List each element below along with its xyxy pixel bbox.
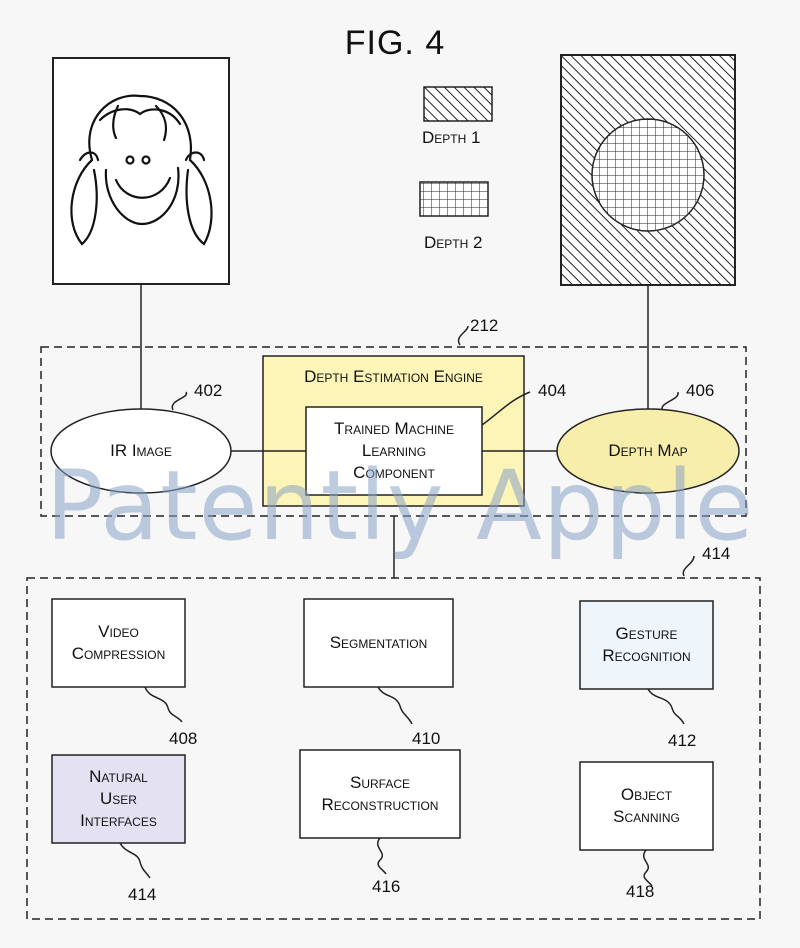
app-label-gesture: Gesture Recognition <box>602 624 691 665</box>
legend-label-depth2: Depth 2 <box>424 233 483 252</box>
app-ref-segmentation: 410 <box>412 729 441 748</box>
ir-image-ref: 402 <box>194 381 223 400</box>
applications-boundary <box>26 577 761 920</box>
ir-image-picture <box>52 57 230 285</box>
app-label-segmentation: Segmentation <box>329 633 428 652</box>
app-ref-nui: 414 <box>128 885 157 904</box>
figure-title: FIG. 4 <box>344 24 446 62</box>
face-sketch-icon <box>70 94 213 246</box>
app-ref-surface: 416 <box>372 877 401 896</box>
app-box-surface <box>299 749 461 839</box>
app-label-object: Object Scanning <box>613 785 680 826</box>
depth-map-label: Depth Map <box>608 441 688 460</box>
legend-label-depth1: Depth 1 <box>422 128 481 147</box>
app-label-surface: Surface Reconstruction <box>321 773 439 814</box>
app-ref-object: 418 <box>626 882 655 901</box>
app-box-nui <box>51 754 186 844</box>
app-box-segmentation <box>303 598 454 688</box>
engine-label: Depth Estimation Engine <box>304 367 483 386</box>
depth-map-picture <box>560 54 736 286</box>
engine-ref: 212 <box>470 316 499 335</box>
app-box-video <box>51 598 186 688</box>
app-ref-video: 408 <box>169 729 198 748</box>
depth-map-ref: 406 <box>686 381 715 400</box>
ir-image-label: IR Image <box>110 441 172 460</box>
legend-swatch-depth1 <box>423 86 493 122</box>
applications-ref: 414 <box>702 544 731 563</box>
app-box-object <box>579 761 714 851</box>
ml-component-ref: 404 <box>538 381 567 400</box>
ml-component-label: Trained Machine Learning Component <box>334 419 454 482</box>
app-label-nui: Natural User Interfaces <box>80 767 157 830</box>
app-ref-gesture: 412 <box>668 731 697 750</box>
app-box-gesture <box>579 600 714 690</box>
legend-swatch-depth2 <box>419 181 489 217</box>
app-label-video: Video Compression <box>71 622 166 663</box>
